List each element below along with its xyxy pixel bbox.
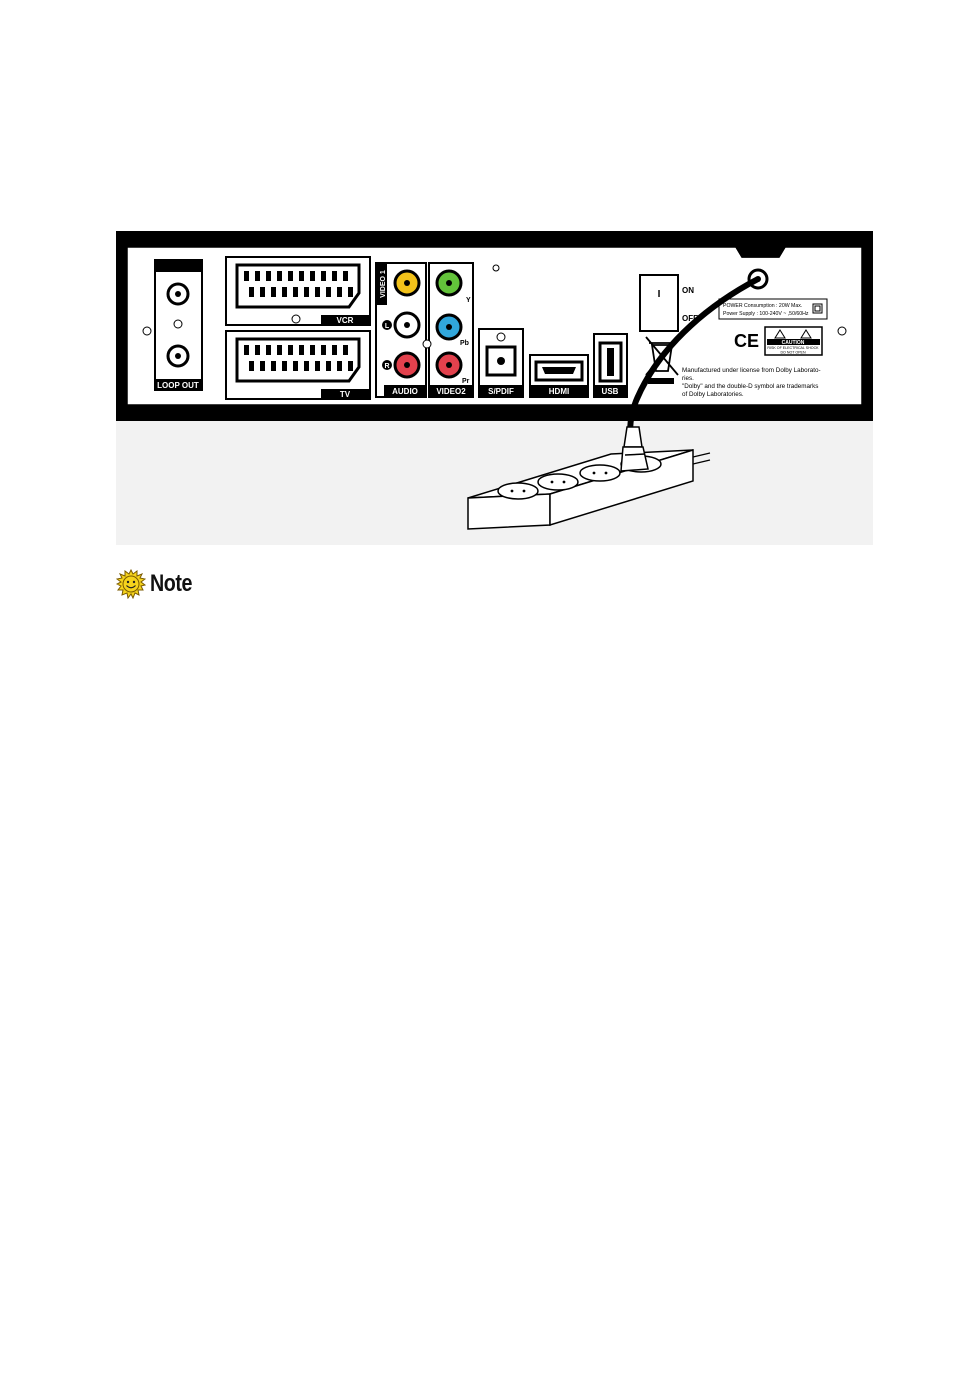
scart-pin xyxy=(326,361,331,371)
component-pr-label: Pr xyxy=(462,378,470,385)
scart-pin xyxy=(315,361,320,371)
scart-pin xyxy=(277,271,282,281)
caution-line1: RISK OF ELECTRICAL SHOCK xyxy=(767,346,819,350)
scart-pin xyxy=(299,345,304,355)
scart-pin xyxy=(249,287,254,297)
hdmi-label: HDMI xyxy=(549,387,569,396)
scart-pin xyxy=(282,361,287,371)
dolby-line-4: of Dolby Laboratories. xyxy=(682,391,744,398)
switch-off-label: OFF xyxy=(682,314,698,323)
scart-pin xyxy=(332,271,337,281)
scart-pin xyxy=(321,271,326,281)
scart-pin xyxy=(260,287,265,297)
scart-pin xyxy=(288,345,293,355)
audio-right-label: R xyxy=(384,363,389,370)
screw-hole-top xyxy=(492,264,500,272)
loop-out-block: LOOP OUT xyxy=(154,259,203,391)
hdmi-port: HDMI xyxy=(529,354,589,398)
scart-pin xyxy=(326,287,331,297)
dolby-line-3: "Dolby" and the double-D symbol are trad… xyxy=(682,383,818,390)
scart-pin xyxy=(348,287,353,297)
scart-pin xyxy=(321,345,326,355)
scart-pin xyxy=(244,345,249,355)
audio-label: AUDIO xyxy=(392,387,418,396)
component-pb-label: Pb xyxy=(460,340,469,347)
switch-on-label: ON xyxy=(682,286,694,295)
power-consumption-text: POWER Consumption : 20W Max. xyxy=(723,303,802,309)
scart-pin xyxy=(348,361,353,371)
scart-pin xyxy=(304,287,309,297)
spdif-port: S/PDIF xyxy=(478,328,524,398)
power-supply-text: Power Supply : 100-240V ~ ,50/60Hz xyxy=(723,311,809,317)
scart-pin xyxy=(310,271,315,281)
note-label: Note xyxy=(150,570,193,597)
video2-component-block: Y Pb Pr VIDEO2 xyxy=(422,262,474,398)
scart-pin xyxy=(304,361,309,371)
audio-left-label: L xyxy=(385,323,390,330)
scart-vcr: VCR xyxy=(225,256,371,326)
scart-pin xyxy=(244,271,249,281)
scart-pin xyxy=(288,271,293,281)
caution-line2: DO NOT OPEN xyxy=(780,351,805,355)
scart-pin xyxy=(255,345,260,355)
caution-label: CAUTION RISK OF ELECTRICAL SHOCK DO NOT … xyxy=(764,326,823,356)
scart-pin xyxy=(310,345,315,355)
usb-port: USB xyxy=(593,333,628,398)
screw-hole-left xyxy=(142,326,152,336)
component-y-label: Y xyxy=(466,297,471,304)
scart-pin xyxy=(343,345,348,355)
vcr-label: VCR xyxy=(337,316,354,325)
scart-pin xyxy=(282,287,287,297)
scart-pin xyxy=(337,361,342,371)
scart-pin xyxy=(293,361,298,371)
spdif-label: S/PDIF xyxy=(488,387,514,396)
scart-pin xyxy=(337,287,342,297)
scart-pin xyxy=(260,361,265,371)
scart-pin xyxy=(271,361,276,371)
dolby-line-2: ries. xyxy=(682,375,694,382)
smiley-sun-icon xyxy=(116,569,146,599)
loop-out-label: LOOP OUT xyxy=(157,381,199,390)
scart-pin xyxy=(315,287,320,297)
scart-pin xyxy=(255,271,260,281)
power-plug xyxy=(620,426,649,472)
rear-panel-connection-diagram: LOOP OUT VCR TV VIDEO 1 L R AUDIO xyxy=(116,231,873,545)
power-switch: I ON OFF xyxy=(639,274,698,332)
note-heading: Note xyxy=(116,567,201,601)
usb-label: USB xyxy=(602,387,619,396)
scart-pin xyxy=(277,345,282,355)
caution-title: CAUTION xyxy=(782,340,805,346)
scart-pin xyxy=(266,345,271,355)
scart-pin xyxy=(343,271,348,281)
video2-label: VIDEO2 xyxy=(436,387,466,396)
scart-pin xyxy=(293,287,298,297)
switch-mark: I xyxy=(658,289,661,300)
tv-label: TV xyxy=(340,390,351,399)
power-rating-label: POWER Consumption : 20W Max. Power Suppl… xyxy=(718,298,828,320)
scart-pin xyxy=(299,271,304,281)
video1-audio-block: VIDEO 1 L R AUDIO xyxy=(375,262,427,398)
dolby-line-1: Manufactured under license from Dolby La… xyxy=(682,367,821,374)
ce-mark: CE xyxy=(734,331,759,351)
scart-pin xyxy=(271,287,276,297)
screw-hole-right xyxy=(837,326,847,336)
scart-pin xyxy=(332,345,337,355)
scart-pin xyxy=(249,361,254,371)
video1-label: VIDEO 1 xyxy=(380,270,387,298)
scart-tv: TV xyxy=(225,330,371,400)
scart-pin xyxy=(266,271,271,281)
